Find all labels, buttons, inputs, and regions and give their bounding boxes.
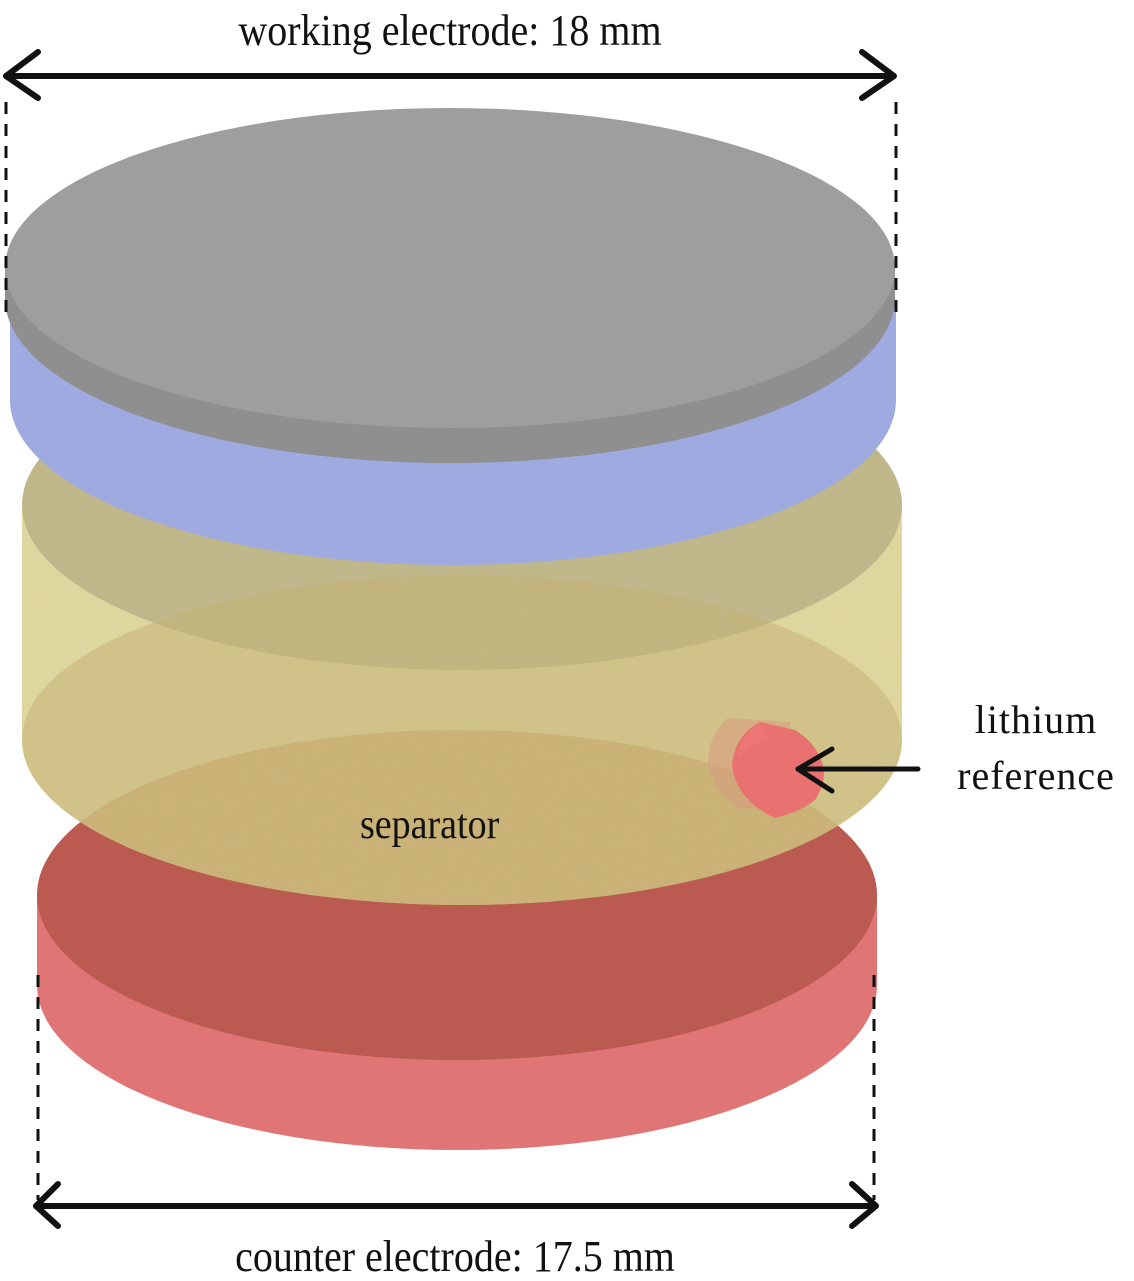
lithium-reference-highlight <box>738 722 770 760</box>
reference-label-line2: reference <box>957 753 1115 798</box>
arrowhead-right-icon <box>859 49 897 101</box>
reference-label-line1: lithium <box>974 697 1098 742</box>
working-electrode <box>5 108 896 565</box>
separator-bottom-face <box>22 575 902 905</box>
dimension-extension-lines <box>4 102 898 1200</box>
working-electrode-top <box>5 108 895 428</box>
working-electrode-dimension-arrow <box>3 49 897 101</box>
working-electrode-dimension-label: working electrode: 18 mm <box>238 4 662 56</box>
arrowhead-left-icon <box>3 49 41 101</box>
arrowhead-icon <box>795 746 835 794</box>
counter-electrode-dimension-label: counter electrode: 17.5 mm <box>235 1230 675 1281</box>
separator-label: separator <box>360 801 500 848</box>
lithium-reference-body <box>732 722 824 818</box>
arrowhead-right-icon <box>849 1181 879 1229</box>
counter-electrode-dimension-arrow <box>33 1181 879 1229</box>
lithium-reference <box>708 718 824 818</box>
reference-pointer-arrow <box>795 746 921 794</box>
arrowhead-left-icon <box>33 1181 61 1229</box>
